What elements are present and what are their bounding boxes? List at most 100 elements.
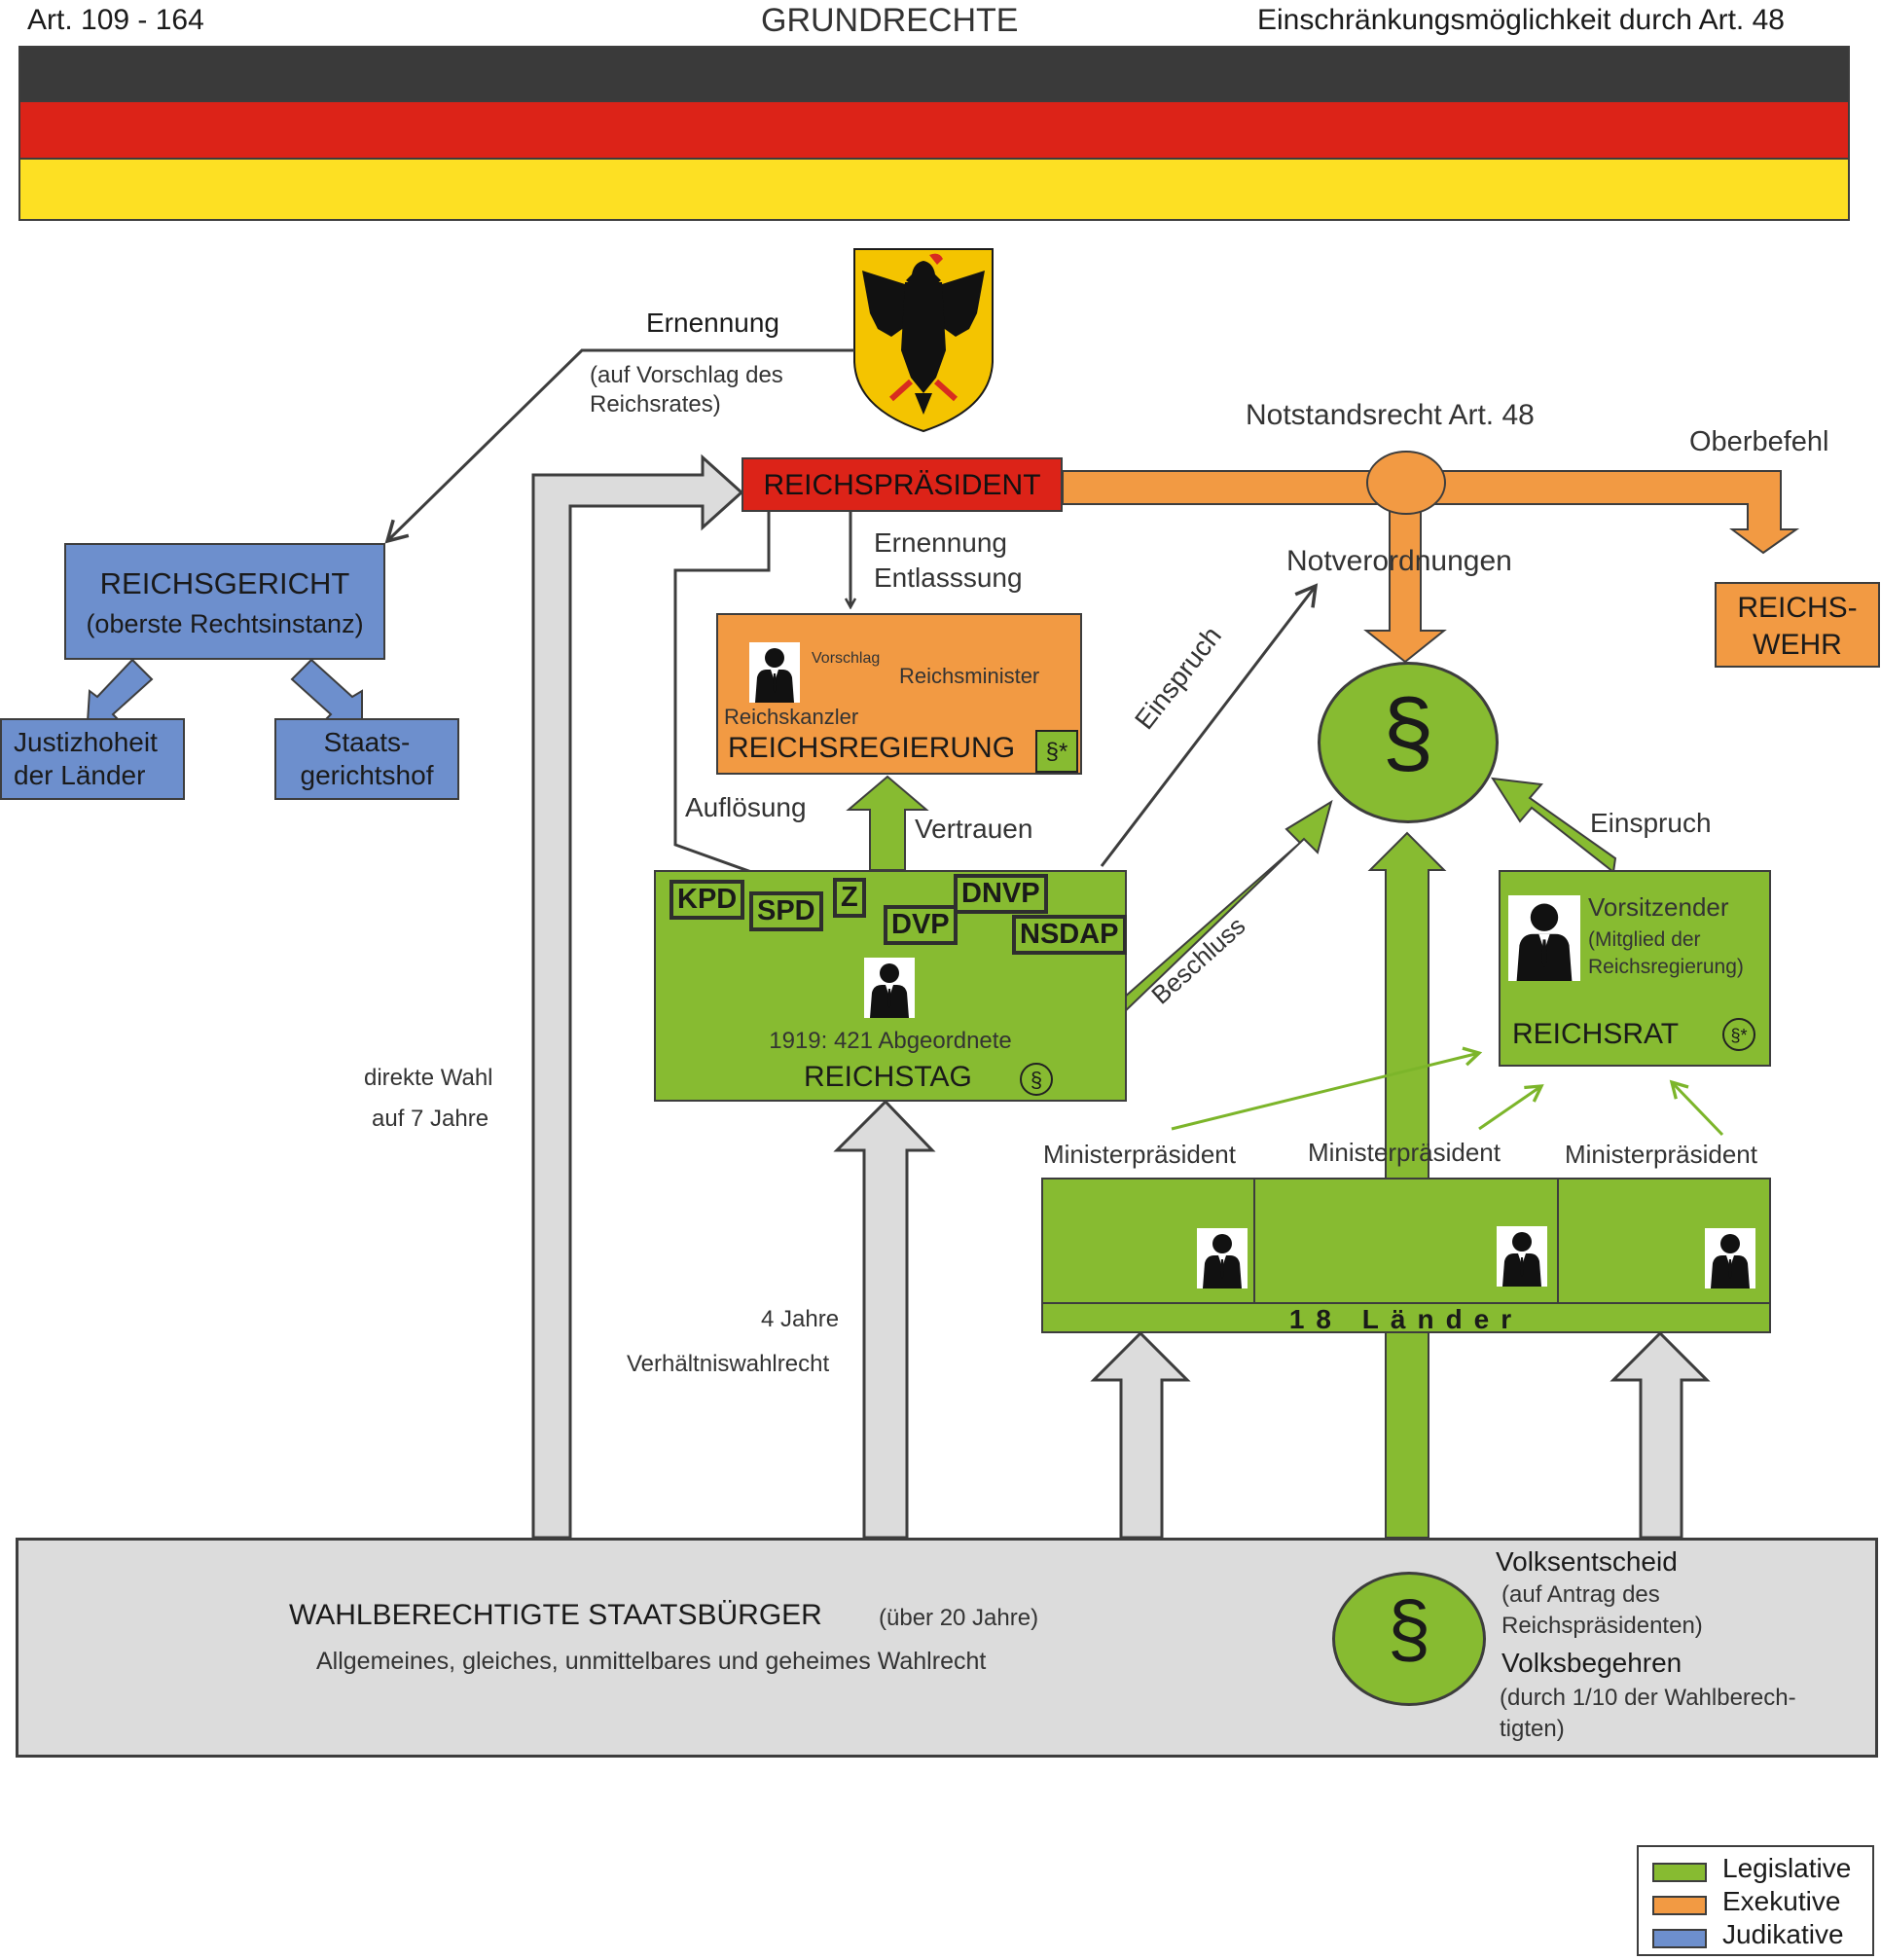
emergency-down-arrow [1363,503,1447,664]
minister-label: Reichsminister [899,664,1040,688]
law-symbol: § [1382,680,1434,784]
president-election-arrow [531,454,744,1540]
initiative-label: Volksbegehren [1501,1648,1682,1678]
article-range: Art. 109 - 164 [27,4,204,36]
appointment-label: Ernennung [646,308,780,338]
government-title: REICHSREGIERUNG [728,732,1016,764]
reichstag-election-line-1: 4 Jahre [761,1306,840,1332]
emergency-label: Notstandsrecht Art. 48 [1246,399,1535,431]
reichstag-election-arrow [833,1099,936,1540]
court-child-staatsgerichtshof: Staats- gerichtshof [274,718,459,800]
court-title: REICHSGERICHT [99,566,350,600]
emergency-command: Oberbefehl [1689,426,1829,457]
laender-election-arrow-right [1610,1330,1711,1540]
flag-stripe-red [18,100,1850,160]
restriction-note: Einschränkungsmöglichkeit durch Art. 48 [1257,4,1785,36]
reichsrat-objection-label: Einspruch [1590,808,1712,838]
legend-swatch-judicative [1652,1929,1707,1948]
laender-bottom-rule [1043,1302,1769,1304]
army-label: REICHS- WEHR [1737,592,1858,661]
laender-election-arrow-left [1090,1330,1191,1540]
reichstag-objection-line [1100,583,1319,867]
appointment-arrow-line [384,348,854,544]
referendum-label: Volksentscheid [1496,1546,1678,1577]
dissolution-label: Auflösung [685,792,807,822]
president-election-line-2: auf 7 Jahre [372,1106,489,1132]
reichstag-election-line-2: Verhältniswahlrecht [627,1351,830,1377]
citizens-age: (über 20 Jahre) [879,1605,1039,1631]
party-dvp: DVP [884,905,958,945]
reichsrat-chair: Vorsitzender [1588,892,1729,922]
reichstag-members: 1919: 421 Abgeordnete [769,1028,1012,1054]
party-nsdap: NSDAP [1012,915,1127,955]
emergency-decrees: Notverordnungen [1286,545,1512,577]
legend-label-executive: Exekutive [1722,1886,1841,1916]
legend-label-judicative: Judikative [1722,1919,1844,1949]
reichstag-para-icon: § [1020,1063,1053,1096]
emergency-node [1366,451,1446,515]
court-child-laender-label: Justizhoheit der Länder [14,727,158,790]
trust-label: Vertrauen [915,814,1033,844]
proposal-label: Vorschlag [812,650,881,667]
mp-arrow-2 [1478,1084,1544,1131]
president-election-line-1: direkte Wahl [364,1065,493,1091]
dissolution-line [673,506,778,882]
laender-person-icon-1 [1197,1228,1248,1289]
laender-head-1: Ministerpräsident [1043,1140,1236,1169]
appointment-note-2: Reichsrates) [590,391,721,417]
court-subtitle: (oberste Rechtsinstanz) [86,609,364,638]
appointment-note-1: (auf Vorschlag des [590,362,783,388]
eagle-coat-of-arms-icon [853,248,994,433]
initiative-note-1: (durch 1/10 der Wahlberech- [1500,1685,1796,1711]
court-arrow-left [86,658,154,723]
president-label: REICHSPRÄSIDENT [763,469,1041,501]
resolution-arrow [1090,799,1333,1044]
party-dnvp: DNVP [954,874,1048,914]
government-box: Vorschlag Reichsminister Reichskanzler R… [716,613,1082,775]
reichsrat-objection-arrow [1491,777,1617,874]
court-child-staatsgerichtshof-label: Staats- gerichtshof [300,727,434,790]
reichsrat-chair-note-1: (Mitglied der [1588,928,1701,951]
citizens-law-circle: § [1332,1572,1486,1706]
legend-swatch-executive [1652,1896,1707,1915]
reichsrat-title: REICHSRAT [1512,1018,1680,1050]
referendum-note-1: (auf Antrag des [1501,1581,1660,1608]
reichsrat-chair-person-icon [1508,895,1580,981]
legend-swatch-legislative [1652,1863,1707,1882]
trust-arrow [846,775,929,871]
deputy-person-icon [864,958,915,1018]
government-action-2: Entlasssung [874,563,1023,593]
mp-arrow-1 [1171,1046,1483,1131]
court-child-laender: Justizhoheit der Länder [0,718,185,800]
citizens-title: WAHLBERECHTIGTE STAATSBÜRGER [289,1599,822,1631]
chancellor-person-icon [749,642,800,703]
citizens-law-symbol: § [1387,1585,1431,1672]
laender-divider-2 [1557,1180,1559,1302]
flag-stripe-gold [18,158,1850,221]
party-spd: SPD [749,891,823,931]
laender-person-icon-2 [1497,1226,1547,1287]
reichsrat-box: Vorsitzender (Mitglied der Reichsregieru… [1499,870,1771,1067]
reichstag-box: KPD SPD Z DVP DNVP NSDAP 1919: 421 Abgeo… [654,870,1127,1102]
party-z: Z [833,878,866,918]
reichsrat-chair-note-2: Reichsregierung) [1588,956,1744,978]
citizens-box: WAHLBERECHTIGTE STAATSBÜRGER (über 20 Ja… [16,1538,1878,1758]
initiative-note-2: tigten) [1500,1716,1565,1742]
laender-person-icon-3 [1705,1228,1755,1289]
referendum-note-2: Reichspräsidenten) [1501,1613,1703,1639]
army-box: REICHS- WEHR [1715,582,1880,668]
laender-head-2: Ministerpräsident [1308,1138,1501,1167]
party-kpd: KPD [669,880,745,920]
laender-head-3: Ministerpräsident [1565,1140,1757,1169]
law-circle: § [1318,662,1499,823]
reichstag-title: REICHSTAG [804,1061,972,1093]
court-arrow-right [290,658,363,723]
laender-box: 18 Länder [1041,1178,1771,1334]
citizens-suffrage: Allgemeines, gleiches, unmittelbares und… [316,1648,987,1675]
legend: Legislative Exekutive Judikative [1637,1845,1874,1956]
government-para-icon: §* [1035,730,1078,773]
page-title: GRUNDRECHTE [761,2,1019,39]
reichsrat-para-icon: §* [1722,1018,1755,1051]
laender-title: 18 Länder [1288,1304,1524,1334]
